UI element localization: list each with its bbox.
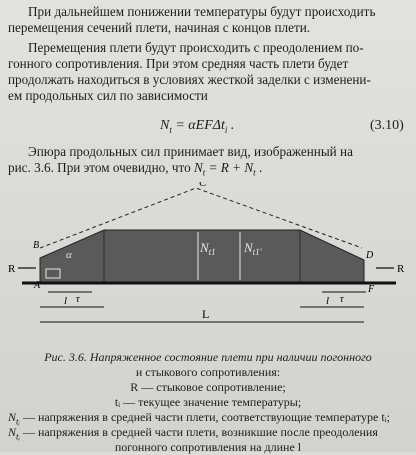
label-C: C — [199, 182, 207, 189]
caption-item-3: Ntᵢ — напряжения в средней части плети, … — [8, 410, 390, 427]
caption-item-5: погонного сопротивления на длине l — [114, 440, 302, 454]
label-Nt2: Nt1' — [243, 240, 263, 257]
caption-item-4: Ntᵢ — напряжения в средней части плети, … — [8, 425, 378, 442]
caption-item-1: R — стыковое сопротивление; — [130, 380, 286, 394]
paragraph3-line2: рис. 3.6. При этом очевидно, что Nt = R … — [8, 160, 263, 178]
formula-number: (3.10) — [370, 118, 404, 133]
label-L: L — [202, 307, 209, 321]
label-tau-right: τ — [340, 294, 344, 305]
paragraph2-line4: ем продольных сил по зависимости — [8, 88, 208, 103]
label-R-right: R — [397, 263, 405, 275]
label-F: F — [367, 284, 375, 295]
force-diagram: C B D A F R R α τ τ l l L Nt1 Nt1' — [8, 182, 405, 323]
caption-title: Рис. 3.6. Напряженное состояние плети пр… — [44, 350, 372, 364]
paragraph3-line1: Эпюра продольных сил принимает вид, изоб… — [28, 144, 353, 159]
paragraph1-line2: перемещения сечений плети, начиная с кон… — [8, 20, 311, 35]
paragraph1-line1: При дальнейшем понижении температуры буд… — [28, 4, 376, 19]
label-tau-left: τ — [76, 294, 80, 305]
small-element — [45, 268, 61, 279]
label-D: D — [365, 250, 374, 261]
label-alpha: α — [66, 249, 72, 261]
label-l-left: l — [64, 295, 67, 307]
label-Nt1: Nt1 — [199, 240, 216, 257]
label-A: A — [33, 280, 41, 291]
formula-expression: Nt = αEFΔti . — [160, 118, 235, 135]
label-l-right: l — [326, 295, 329, 307]
label-B: B — [33, 240, 39, 251]
caption-item-2: tᵢ — текущее значение температуры; — [114, 395, 302, 409]
caption-title-2: и стыкового сопротивления: — [135, 365, 281, 379]
force-epure — [39, 229, 365, 283]
label-R-left: R — [8, 263, 16, 275]
paragraph2-line2: гонного сопротивления. При этом средняя … — [8, 56, 349, 71]
formula-3-10: Nt = αEFΔti . (3.10) — [0, 118, 416, 136]
paragraph2-line1: Перемещения плети будут происходить с пр… — [28, 40, 364, 55]
paragraph2-line3: продолжать находиться в условиях жесткой… — [8, 72, 371, 87]
